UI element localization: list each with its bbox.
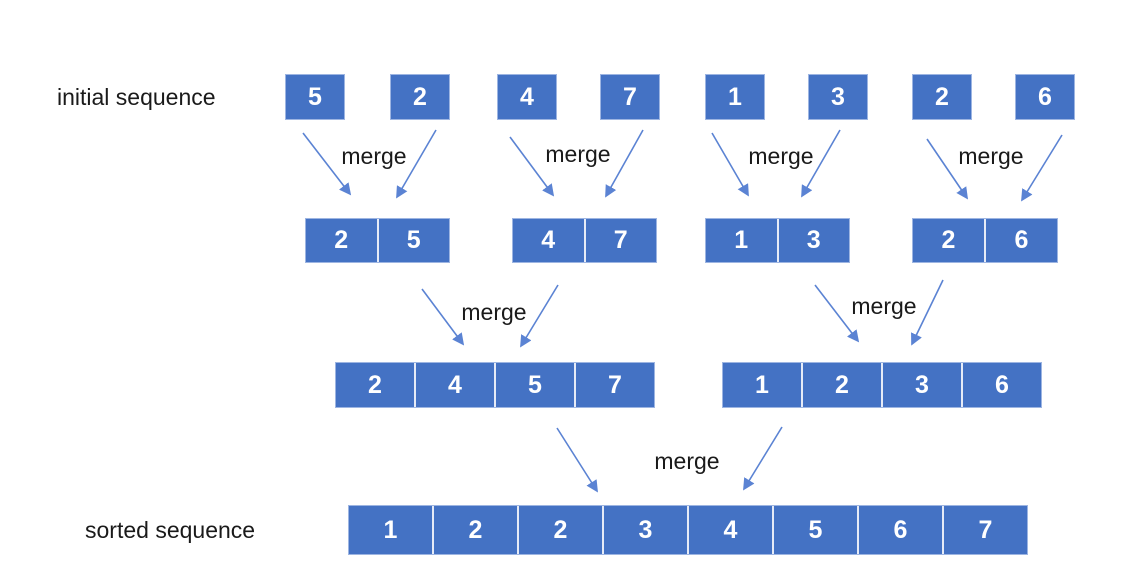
array-box-initial-7: 6 bbox=[1015, 74, 1075, 120]
array-cell: 7 bbox=[623, 82, 637, 111]
array-pair-1: 4 7 bbox=[512, 218, 657, 263]
array-cell: 3 bbox=[602, 506, 687, 554]
array-cell: 3 bbox=[831, 82, 845, 111]
array-cell: 1 bbox=[728, 82, 742, 111]
merge-label: merge bbox=[461, 299, 527, 325]
array-box-initial-0: 5 bbox=[285, 74, 345, 120]
array-pair-0: 2 5 bbox=[305, 218, 450, 263]
array-cell: 7 bbox=[574, 363, 654, 407]
array-cell: 6 bbox=[961, 363, 1041, 407]
array-cell: 2 bbox=[941, 226, 956, 254]
array-cell: 1 bbox=[383, 515, 398, 544]
array-box-initial-5: 3 bbox=[808, 74, 868, 120]
array-cell: 3 bbox=[881, 363, 961, 407]
sorted-sequence-label: sorted sequence bbox=[85, 517, 256, 543]
array-box-initial-2: 4 bbox=[497, 74, 557, 120]
array-pair-2: 1 3 bbox=[705, 218, 850, 263]
array-cell: 2 bbox=[368, 370, 382, 399]
array-cell: 4 bbox=[414, 363, 494, 407]
array-cell: 4 bbox=[687, 506, 772, 554]
merge-label: merge bbox=[654, 448, 720, 474]
array-quad-1: 1 2 3 6 bbox=[722, 362, 1042, 408]
array-cell: 6 bbox=[984, 219, 1057, 262]
merge-label: merge bbox=[748, 143, 814, 169]
array-cell: 3 bbox=[776, 219, 850, 262]
array-box-initial-3: 7 bbox=[600, 74, 660, 120]
array-cell: 2 bbox=[935, 82, 949, 111]
merge-arrow bbox=[556, 427, 598, 493]
array-sorted: 1 2 2 3 4 5 6 7 bbox=[348, 505, 1028, 555]
array-cell: 5 bbox=[308, 82, 322, 111]
array-cell: 7 bbox=[583, 219, 657, 262]
merge-label: merge bbox=[958, 143, 1024, 169]
array-cell: 2 bbox=[334, 226, 349, 254]
array-cell: 4 bbox=[541, 226, 556, 254]
array-box-initial-4: 1 bbox=[705, 74, 765, 120]
merge-arrow bbox=[743, 426, 783, 491]
merge-label: merge bbox=[341, 143, 407, 169]
array-cell: 5 bbox=[494, 363, 574, 407]
array-cell: 2 bbox=[432, 506, 517, 554]
array-cell: 2 bbox=[413, 82, 427, 111]
array-pair-3: 2 6 bbox=[912, 218, 1058, 263]
array-cell: 2 bbox=[801, 363, 881, 407]
array-cell: 6 bbox=[1038, 82, 1052, 111]
array-quad-0: 2 4 5 7 bbox=[335, 362, 655, 408]
array-cell: 5 bbox=[376, 219, 450, 262]
merge-label: merge bbox=[851, 293, 917, 319]
array-box-initial-1: 2 bbox=[390, 74, 450, 120]
array-cell: 5 bbox=[772, 506, 857, 554]
array-cell: 6 bbox=[857, 506, 942, 554]
merge-label: merge bbox=[545, 141, 611, 167]
array-cell: 1 bbox=[734, 226, 749, 254]
array-cell: 2 bbox=[517, 506, 602, 554]
initial-sequence-label: initial sequence bbox=[57, 84, 216, 110]
array-cell: 1 bbox=[755, 370, 769, 399]
array-box-initial-6: 2 bbox=[912, 74, 972, 120]
array-cell: 4 bbox=[520, 82, 534, 111]
array-cell: 7 bbox=[942, 506, 1027, 554]
